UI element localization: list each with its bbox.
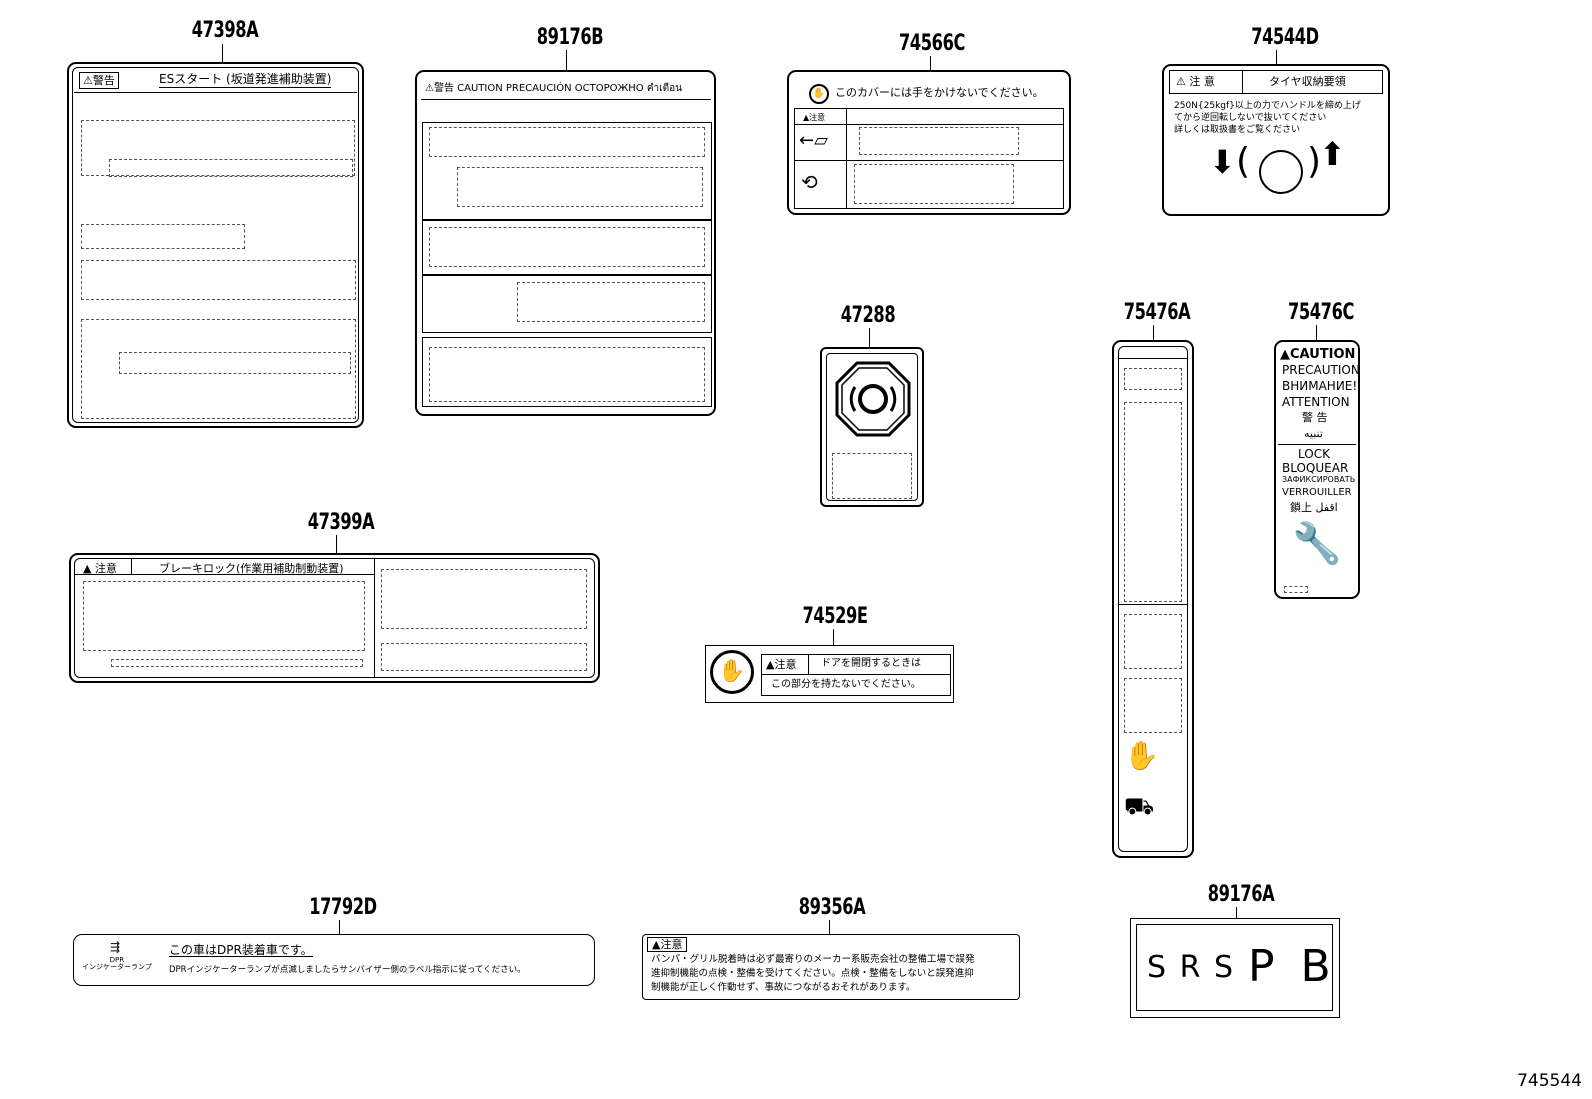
- part-number-47288: 47288: [840, 303, 896, 328]
- label-47399A: ▲ 注意 ブレーキロック(作業用補助制動装置): [69, 553, 600, 683]
- caution-tag: ⚠ 注 意: [1176, 75, 1215, 88]
- srs-text: S R S: [1147, 950, 1236, 985]
- caution-tag: ▲注意: [647, 937, 688, 952]
- left-arc-icon: (: [1236, 141, 1251, 182]
- wheel-icon: [1259, 150, 1303, 194]
- label-75476C: ▲CAUTION PRECAUTION ВНИМАНИЕ! ATTENTION …: [1274, 340, 1360, 599]
- lock-tool-icon: 🔧: [1292, 521, 1342, 567]
- label-75476A: ✋ ⛟: [1112, 340, 1194, 858]
- label-74529E: ✋ ▲注意 ドアを開閉するときは この部分を持たないでください。: [705, 645, 954, 703]
- lock-line-4: 鎖上 اقفل: [1290, 501, 1338, 514]
- warning-box: ⚠警告: [79, 72, 119, 89]
- label-47398A: ⚠警告 ESスタート (坂道発進補助装置): [67, 62, 364, 428]
- part-number-74566C: 74566C: [899, 31, 965, 56]
- part-number-47398A: 47398A: [191, 18, 259, 43]
- label-89176B: ⚠警告 CAUTION PRECAUCIÓN OCTOPOЖHO คำเตือน: [415, 70, 716, 416]
- caution-line-2: ВНИМАНИЕ!: [1282, 379, 1358, 393]
- label-89176A: S R S P B: [1130, 918, 1340, 1018]
- caution-line-5: تنبيه: [1304, 427, 1323, 440]
- dpr-icon: ⇶: [110, 940, 121, 954]
- label-74544D: ⚠ 注 意 タイヤ収納要領 250N{25kgf}以上の力でハンドルを締め上げ …: [1162, 64, 1390, 216]
- lock-line-1: BLOQUEAR: [1282, 461, 1349, 475]
- part-number-89356A: 89356A: [798, 895, 866, 920]
- caution-line-4: 警 告: [1302, 411, 1328, 424]
- dpr-icon-label: DPR インジケーターランプ: [82, 956, 152, 971]
- lock-line-3: VERROUILLER: [1282, 487, 1352, 498]
- label-inner-border: [72, 67, 359, 423]
- pb-text: P B: [1248, 941, 1337, 992]
- label-89356A: ▲注意 バンパ・グリル脱着時は必ず最寄りのメーカー系販売会社の整備工場で誤発 進…: [642, 934, 1020, 1000]
- label-74566C: ✋このカバーには手をかけないでください。 ▲注意 ←▱ ⟲: [787, 70, 1071, 215]
- label-header: ⚠警告 CAUTION PRECAUCIÓN OCTOPOЖHO คำเตือน: [425, 83, 682, 94]
- label-header: ✋このカバーには手をかけないでください。: [809, 84, 1044, 104]
- lock-line-0: LOCK: [1298, 447, 1330, 461]
- caution-tag: ▲注意: [803, 113, 826, 122]
- down-arrow-icon: ⬇: [1209, 143, 1236, 181]
- brake-octagon-icon: [835, 361, 911, 437]
- caution-tag: ▲ 注意: [83, 562, 117, 575]
- diagram-code: 745544: [1517, 1071, 1582, 1091]
- caution-line-3: ATTENTION: [1282, 395, 1350, 409]
- label-title: タイヤ収納要領: [1269, 75, 1346, 88]
- door-arrow-icon: ←▱: [799, 130, 828, 151]
- label-title: ブレーキロック(作業用補助制動装置): [159, 562, 344, 575]
- caution-line-0: ▲CAUTION: [1280, 347, 1356, 362]
- part-number-74544D: 74544D: [1251, 25, 1319, 50]
- label-47288: [820, 347, 924, 507]
- hand-icon: ✋: [1124, 739, 1159, 772]
- caution-tag: ▲注意: [766, 658, 797, 671]
- part-number-74529E: 74529E: [802, 604, 868, 629]
- up-arrow-icon: ⬆: [1319, 135, 1346, 173]
- caution-line-1: PRECAUTION: [1282, 363, 1360, 377]
- car-icon: ⛟: [1124, 792, 1155, 820]
- rotate-icon: ⟲: [801, 170, 818, 194]
- label-title: ESスタート (坂道発進補助装置): [159, 72, 332, 88]
- label-17792D: ⇶ DPR インジケーターランプ この車はDPR装着車です。 DPRインジケータ…: [73, 934, 595, 986]
- lock-line-2: ЗАФИКСИРОВАТЬ: [1282, 475, 1356, 484]
- part-number-75476A: 75476A: [1123, 300, 1191, 325]
- label-title: この車はDPR装着車です。: [169, 943, 313, 957]
- part-number-17792D: 17792D: [309, 895, 377, 920]
- no-hand-icon: ✋: [710, 650, 754, 694]
- part-number-89176A: 89176A: [1207, 882, 1275, 907]
- leader-line: [222, 44, 223, 64]
- right-arc-icon: ): [1307, 141, 1322, 182]
- part-number-75476C: 75476C: [1288, 300, 1354, 325]
- part-number-89176B: 89176B: [536, 25, 604, 50]
- no-hand-icon: ✋: [809, 84, 829, 104]
- part-number-47399A: 47399A: [307, 510, 375, 535]
